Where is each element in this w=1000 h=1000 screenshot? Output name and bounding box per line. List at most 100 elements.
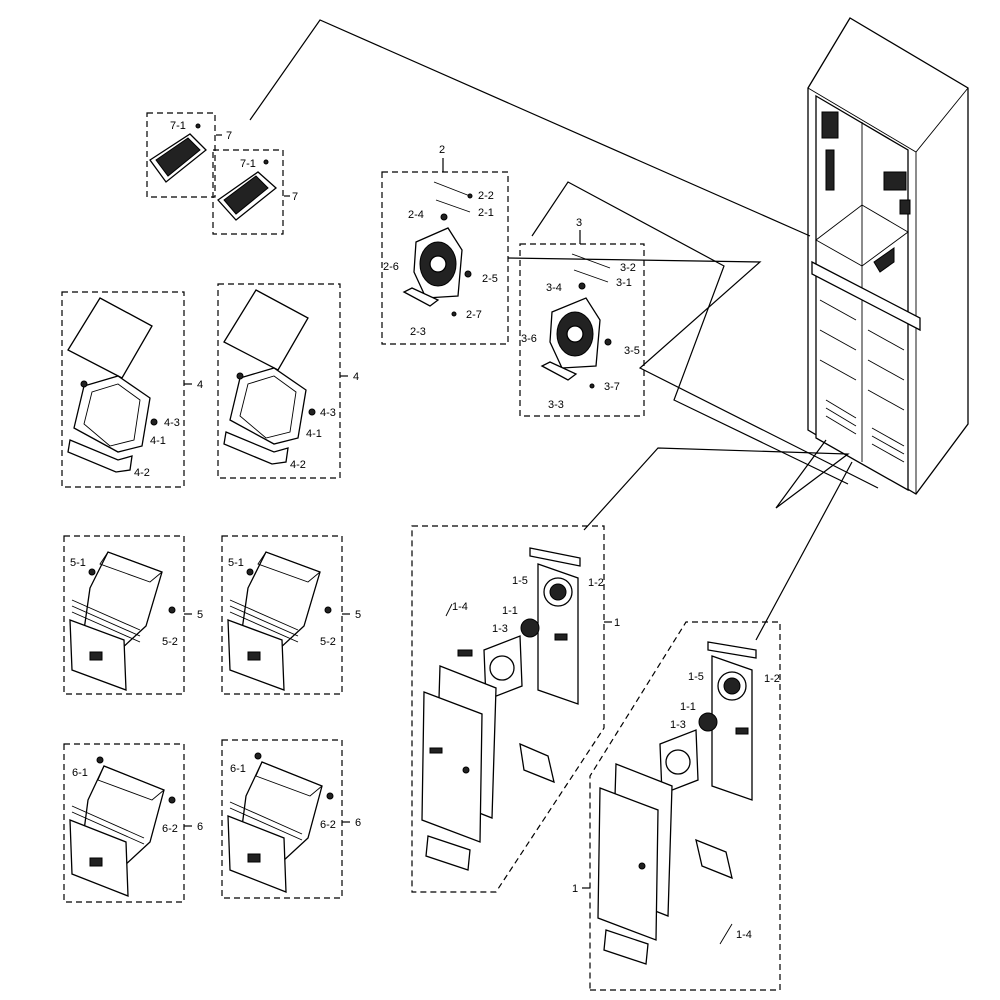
drawer-rails xyxy=(229,801,303,841)
label-2-6: 2-6 xyxy=(383,261,399,273)
tube-part xyxy=(402,287,440,307)
label-3: 3 xyxy=(576,217,582,229)
group-box xyxy=(221,535,343,695)
label-2-2: 2-2 xyxy=(478,190,494,202)
group-box xyxy=(212,149,284,235)
label-7: 7 xyxy=(226,130,232,142)
label-4: 4 xyxy=(197,379,203,391)
group-box xyxy=(221,739,343,899)
label-7: 7 xyxy=(292,191,298,203)
group-6-b: 6-1 6-2 6 xyxy=(221,739,361,899)
group-box xyxy=(63,743,185,903)
label-5-2: 5-2 xyxy=(162,636,178,648)
drawer-front-part xyxy=(67,439,133,473)
label-1-4: 1-4 xyxy=(736,929,752,941)
label-1-3: 1-3 xyxy=(492,623,508,635)
label-5-1: 5-1 xyxy=(70,557,86,569)
drawer-rails xyxy=(229,599,299,643)
duct-strip-part xyxy=(529,547,581,567)
drain-part xyxy=(425,835,471,871)
label-7-1: 7-1 xyxy=(170,120,186,132)
group-5-b: 5-1 5-2 5 xyxy=(221,535,361,695)
drawer-part xyxy=(73,375,151,453)
label-2-4: 2-4 xyxy=(408,209,424,221)
group-box xyxy=(146,112,216,198)
label-4-2: 4-2 xyxy=(290,459,306,471)
shelf-glass-part xyxy=(223,289,309,371)
group-box xyxy=(63,535,185,695)
label-6-2: 6-2 xyxy=(320,819,336,831)
label-6: 6 xyxy=(355,817,361,829)
shelf-glass-part xyxy=(67,297,153,379)
label-1-2: 1-2 xyxy=(764,673,780,685)
fan-motor-part xyxy=(549,297,601,369)
label-3-4: 3-4 xyxy=(546,282,562,294)
group-box xyxy=(217,283,341,479)
label-1-2: 1-2 xyxy=(588,577,604,589)
label-3-1: 3-1 xyxy=(616,277,632,289)
group-4-b: 4-3 4-1 4-2 4 xyxy=(217,283,359,479)
label-6-2: 6-2 xyxy=(162,823,178,835)
duct-strip-part xyxy=(707,641,757,659)
drawer-front-part xyxy=(223,431,289,465)
drain-part xyxy=(603,929,649,965)
leader-line-3 xyxy=(531,181,849,485)
refrigerator-floor-grill xyxy=(825,399,905,463)
group-3: 3 3-2 3-4 3-1 3-6 3-5 3-7 3-3 xyxy=(519,217,645,417)
group-1-b: 1 1-5 1-2 1-1 1-3 1-4 xyxy=(572,621,781,991)
label-2-1: 2-1 xyxy=(478,207,494,219)
drawer-part xyxy=(229,367,307,445)
leader-line-7 xyxy=(249,19,811,237)
label-4-1: 4-1 xyxy=(306,428,322,440)
label-5-1: 5-1 xyxy=(228,557,244,569)
label-1-1: 1-1 xyxy=(502,605,518,617)
label-4-3: 4-3 xyxy=(320,407,336,419)
fan-motor-part xyxy=(520,618,540,638)
group-1-a: 1 1-5 1-2 1-1 1-3 1-4 xyxy=(411,525,620,893)
label-4-3: 4-3 xyxy=(164,417,180,429)
label-3-5: 3-5 xyxy=(624,345,640,357)
refrigerator-cabinet xyxy=(807,17,969,495)
group-4-a: 4-3 4-1 4-2 4 xyxy=(61,291,203,488)
tube-part xyxy=(540,361,578,381)
label-6-1: 6-1 xyxy=(230,763,246,775)
label-3-7: 3-7 xyxy=(604,381,620,393)
group-box xyxy=(381,171,509,345)
label-1-5: 1-5 xyxy=(688,671,704,683)
label-3-6: 3-6 xyxy=(521,333,537,345)
fan-motor-part xyxy=(413,227,463,299)
group-box xyxy=(519,243,645,417)
drawer-rails xyxy=(71,599,141,643)
group-5-a: 5-1 5-2 5 xyxy=(63,535,203,695)
label-1-4: 1-4 xyxy=(452,601,468,613)
label-5-2: 5-2 xyxy=(320,636,336,648)
bracket-part xyxy=(695,838,733,880)
group-6-a: 6-1 6-2 6 xyxy=(63,743,203,903)
label-7-1: 7-1 xyxy=(240,158,256,170)
evaporator-back-cover-part xyxy=(597,787,659,941)
label-1: 1 xyxy=(614,617,620,629)
label-2: 2 xyxy=(439,144,445,156)
label-3-3: 3-3 xyxy=(548,399,564,411)
refrigerator-shelves xyxy=(819,299,905,411)
label-2-3: 2-3 xyxy=(410,326,426,338)
label-6-1: 6-1 xyxy=(72,767,88,779)
group-box xyxy=(61,291,185,488)
bracket-part xyxy=(519,742,555,784)
leader-line-1a xyxy=(583,439,850,531)
leader-line-1b xyxy=(755,461,853,641)
label-3-2: 3-2 xyxy=(620,262,636,274)
label-1-5: 1-5 xyxy=(512,575,528,587)
group-box xyxy=(411,525,605,893)
drawer-rails xyxy=(71,805,145,845)
label-2-7: 2-7 xyxy=(466,309,482,321)
label-5: 5 xyxy=(355,609,361,621)
label-6: 6 xyxy=(197,821,203,833)
leader-lines xyxy=(249,19,879,641)
label-1: 1 xyxy=(572,883,578,895)
label-4-1: 4-1 xyxy=(150,435,166,447)
label-4: 4 xyxy=(353,371,359,383)
label-1-1: 1-1 xyxy=(680,701,696,713)
label-5: 5 xyxy=(197,609,203,621)
